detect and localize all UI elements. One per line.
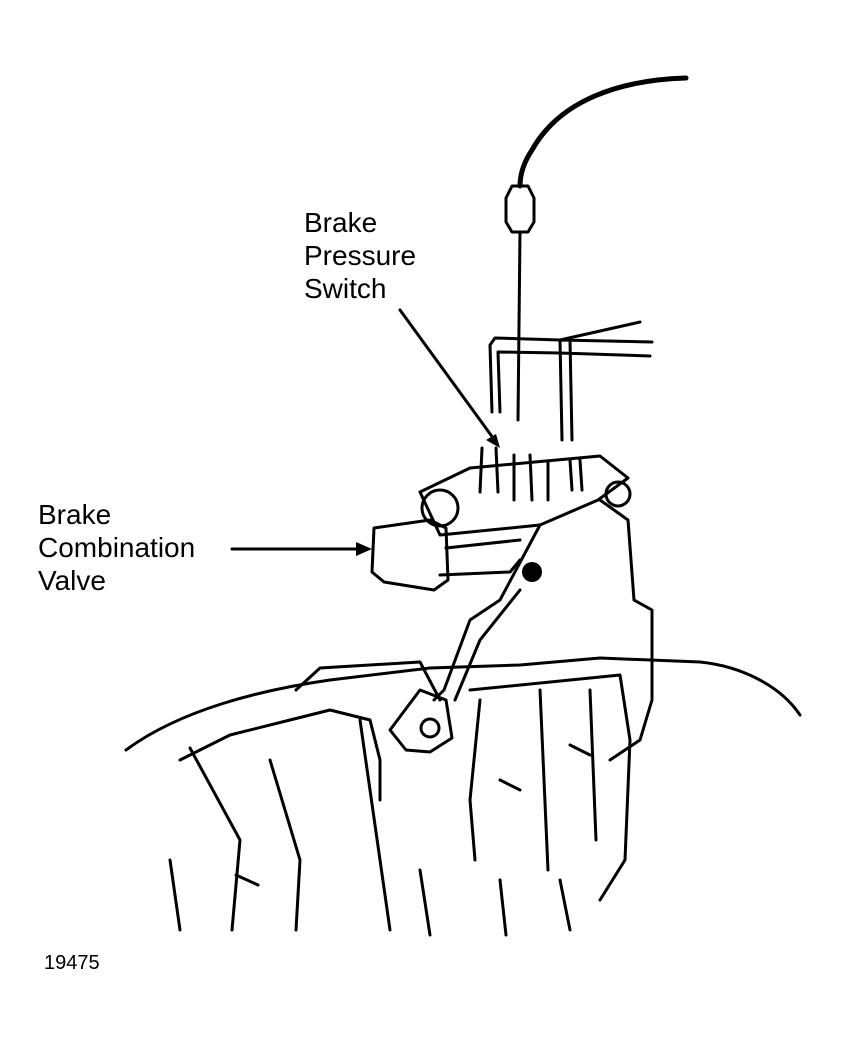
right-frame <box>468 673 632 902</box>
pressure-switch-arrowhead <box>486 434 500 448</box>
label-line: Brake <box>304 207 378 238</box>
slots <box>234 743 592 887</box>
brake-pressure-switch-label: Brake Pressure Switch <box>304 206 416 305</box>
label-line: Pressure <box>304 240 417 271</box>
brake-combination-valve-label: Brake Combination Valve <box>38 498 195 597</box>
label-line: Switch <box>304 273 387 304</box>
housing-frame <box>178 660 442 932</box>
label-line: Brake <box>38 499 112 530</box>
brake-line <box>517 75 689 189</box>
label-line: Combination <box>38 532 196 563</box>
bracket-hole <box>419 717 441 739</box>
valve-mount-bolt <box>522 562 542 582</box>
label-line: Valve <box>38 565 106 596</box>
valve-block <box>370 518 450 592</box>
valve-fittings <box>478 446 584 502</box>
base-edge <box>168 858 572 937</box>
valve-body <box>418 454 630 537</box>
valve-bolt <box>604 480 632 508</box>
pressure-switch-leader <box>398 308 498 444</box>
lower-housing <box>124 656 802 752</box>
mounting-bracket <box>432 498 654 762</box>
bent-tube <box>488 320 654 442</box>
combination-valve-arrowhead <box>356 542 372 556</box>
bracket-tab <box>388 688 454 754</box>
vertical-brake-line <box>516 230 522 422</box>
figure-number: 19475 <box>44 952 100 974</box>
line-fitting <box>504 184 536 234</box>
valve-block-detail <box>438 538 522 577</box>
